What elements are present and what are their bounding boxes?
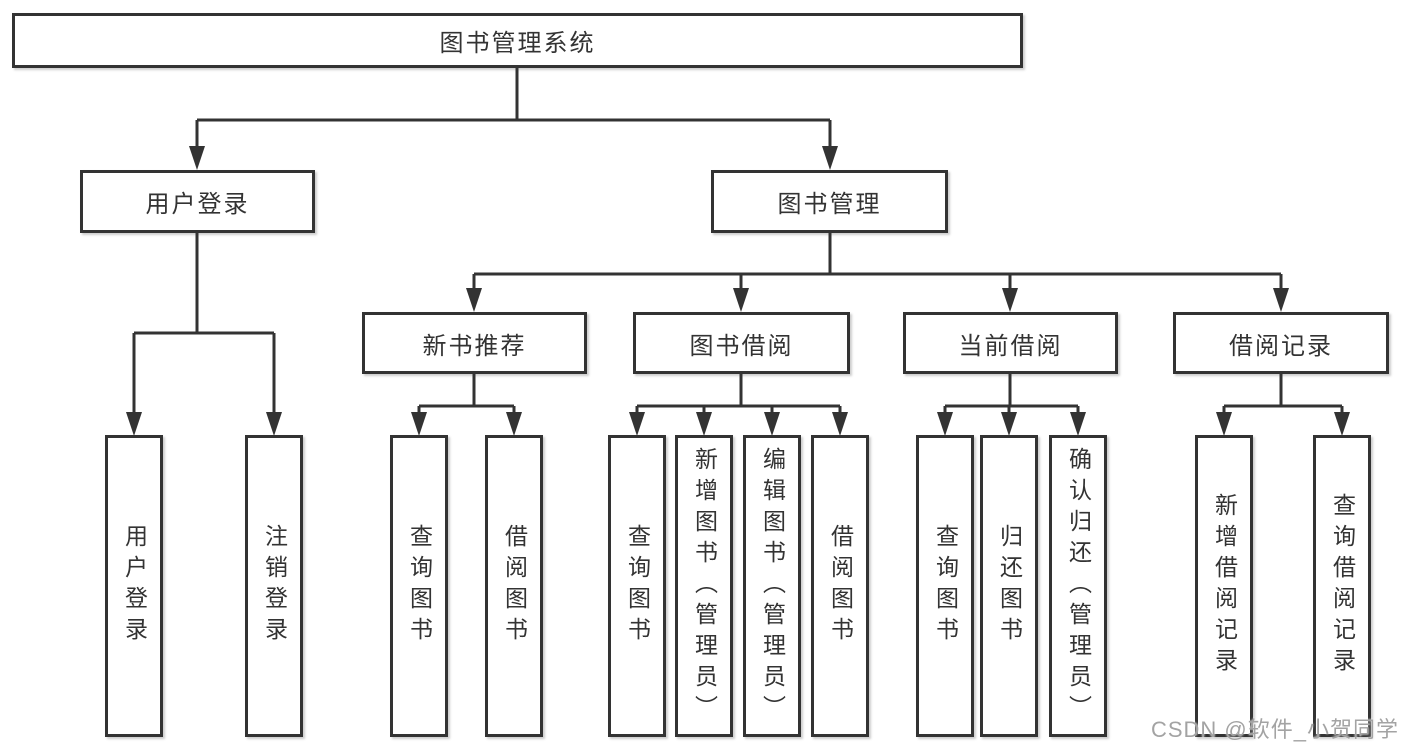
csdn-watermark: CSDN @软件_小贺同学 <box>1150 717 1399 742</box>
leaf-current-confirm-return-admin: 确认归还（管理员） <box>1049 435 1107 737</box>
leaf-current-query-books: 查询图书 <box>916 435 974 737</box>
leaf-user-login: 用户登录 <box>105 435 163 737</box>
leaf-newbook-query-books: 查询图书 <box>390 435 448 737</box>
node-book-management: 图书管理 <box>711 170 948 233</box>
node-current-borrowing: 当前借阅 <box>903 312 1118 374</box>
node-borrowing-records: 借阅记录 <box>1173 312 1389 374</box>
leaf-current-return-books: 归还图书 <box>980 435 1038 737</box>
node-user-login: 用户登录 <box>80 170 315 233</box>
node-root-system: 图书管理系统 <box>12 13 1023 68</box>
leaf-records-add-record: 新增借阅记录 <box>1195 435 1253 737</box>
arrowheads <box>126 146 1350 436</box>
leaf-borrowing-query-books: 查询图书 <box>608 435 666 737</box>
leaf-borrowing-edit-books-admin: 编辑图书（管理员） <box>743 435 801 737</box>
node-book-borrowing: 图书借阅 <box>633 312 850 374</box>
leaf-logout: 注销登录 <box>245 435 303 737</box>
leaf-newbook-borrow-books: 借阅图书 <box>485 435 543 737</box>
leaf-borrowing-add-books-admin: 新增图书（管理员） <box>675 435 733 737</box>
node-new-book-recommend: 新书推荐 <box>362 312 587 374</box>
leaf-records-query-record: 查询借阅记录 <box>1313 435 1371 737</box>
leaf-borrowing-borrow-books: 借阅图书 <box>811 435 869 737</box>
